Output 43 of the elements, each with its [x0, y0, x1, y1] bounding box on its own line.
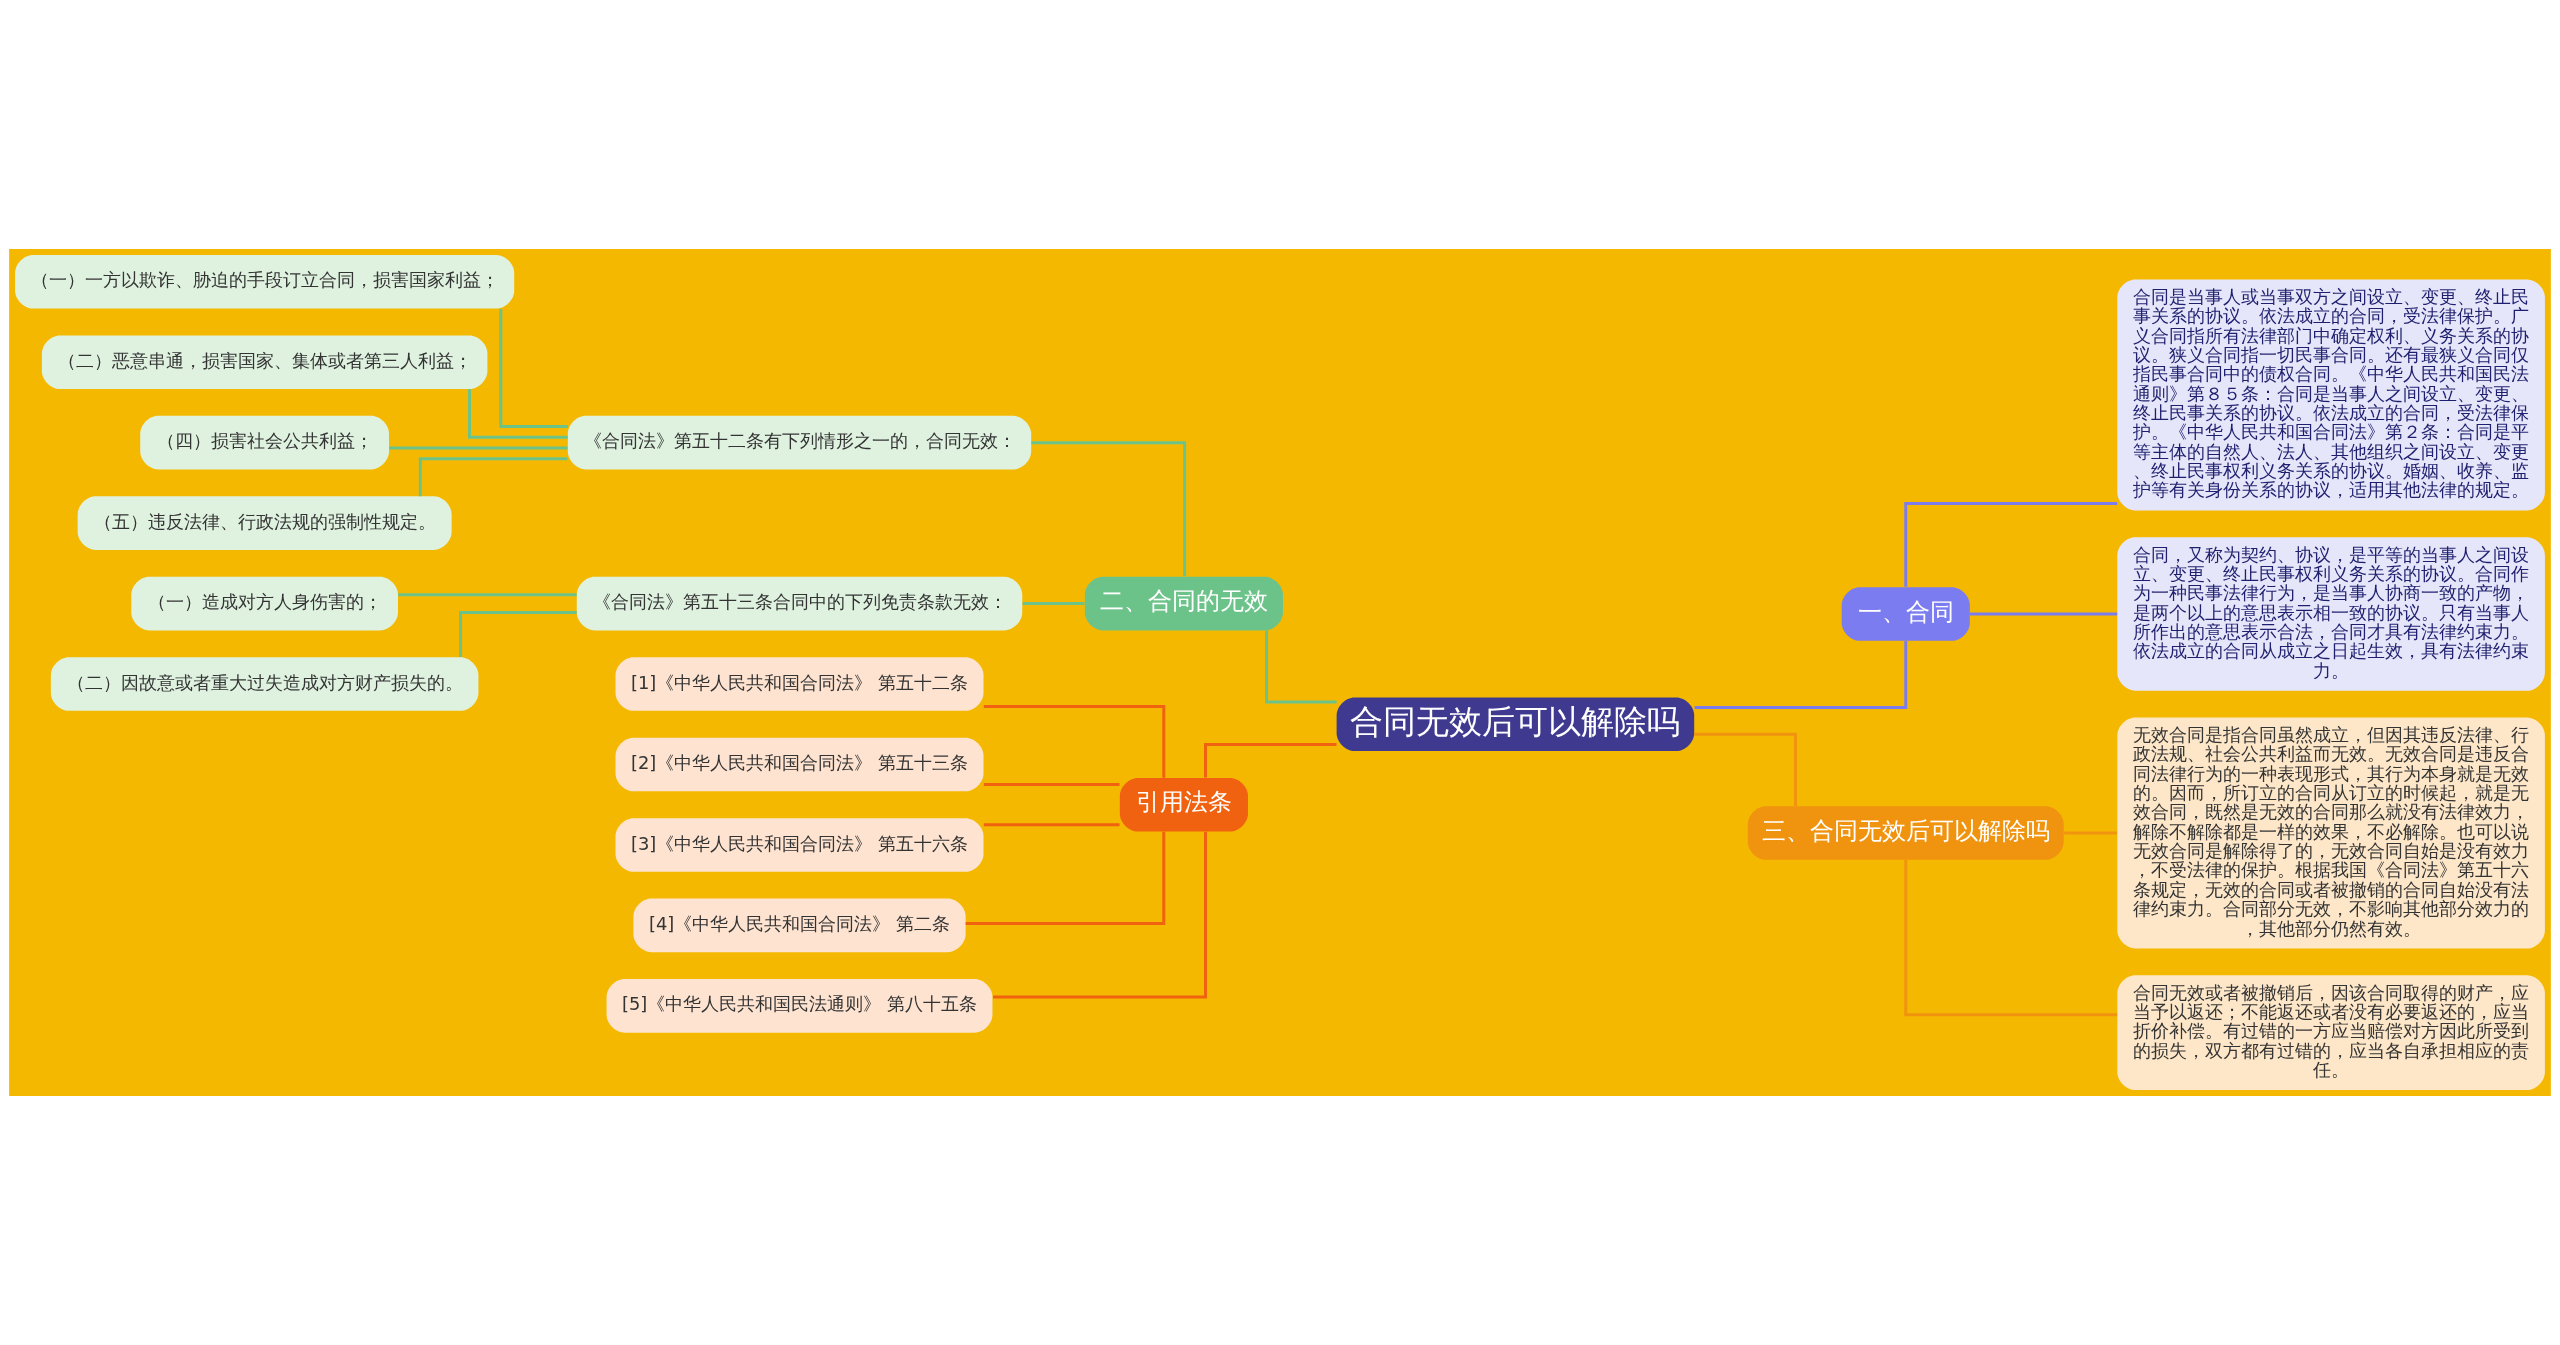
connector [398, 593, 577, 597]
connector [499, 309, 568, 429]
node-box: 《合同法》第五十二条有下列情形之一的，合同无效： [567, 415, 1032, 470]
node-box: （二）恶意串通，损害国家、集体或者第三人利益； [41, 335, 488, 390]
connector [1031, 441, 1187, 577]
connector [468, 389, 568, 439]
connector [1694, 641, 1908, 709]
connector [1694, 732, 1797, 807]
connector [1904, 501, 2118, 587]
node-box: 合同无效后可以解除吗 [1336, 697, 1695, 752]
node-box: [3]《中华人民共和国合同法》 第五十六条 [615, 818, 984, 872]
connector [1265, 630, 1337, 704]
connector [983, 783, 1120, 787]
node-box: 《合同法》第五十三条合同中的下列免责条款无效： [576, 576, 1023, 631]
connector [983, 704, 1166, 778]
node-box: 无效合同是指合同虽然成立，但因其违反法律、行政法规、社会公共利益而无效。无效合同是违反合同法律行为的一种表现形式，其行为本身就是无效的。因而，所订立的合同从订立的时候起，就是无效合同，既然是无效的合同那么就没有法律效力，解除不解除都是一样的效果，不必解除。也可以说无效合同是解除得了的，无效合同自始是没有效力，不受法律的保护。根据我国《合同法》第五十六条规定，无效的合同或者被撤销的合同自始没有法律约束力。合同部分无效，不影响其他部分效力的，其他部分仍然有效。 [2117, 717, 2545, 949]
connector [1904, 859, 2118, 1017]
node-box: [5]《中华人民共和国民法通则》 第八十五条 [606, 979, 993, 1033]
connector [983, 823, 1120, 827]
node-box: 二、合同的无效 [1084, 576, 1283, 631]
node-box: [1]《中华人民共和国合同法》 第五十二条 [615, 657, 984, 711]
node-box: （一）一方以欺诈、胁迫的手段订立合同，损害国家利益； [15, 254, 515, 309]
node-box: 三、合同无效后可以解除吗 [1747, 806, 2064, 860]
node-box: 引用法条 [1119, 777, 1248, 832]
node-box: 合同是当事人或当事双方之间设立、变更、终止民事关系的协议。依法成立的合同，受法律保护。广义合同指所有法律部门中确定权利、义务关系的协议。狭义合同指一切民事合同。还有最狭义合同仅指民事合同中的债权合同。《中华人民共和国民法通则》第８５条：合同是当事人之间设立、变更、终止民事关系的协议。依法成立的合同，受法律保护。《中华人民共和国合同法》第２条：合同是平等主体的自然人、法人、其他组织之间设立、变更、终止民事权利义务关系的协议。婚姻、收养、监护等有关身份关系的协议，适用其他法律的规定。 [2117, 279, 2545, 511]
node-box: [2]《中华人民共和国合同法》 第五十三条 [615, 737, 984, 792]
node-box: 一、合同 [1841, 587, 1970, 641]
node-box: （五）违反法律、行政法规的强制性规定。 [77, 496, 452, 550]
node-box: 合同无效或者被撤销后，因该合同取得的财产，应当予以返还；不能返还或者没有必要返还的，应当折价补偿。有过错的一方应当赔偿对方因此所受到的损失，双方都有过错的，应当各自承担相应的责任。 [2117, 975, 2545, 1091]
connector [1022, 602, 1085, 606]
connector [993, 831, 1207, 999]
node-box: 合同，又称为契约、协议，是平等的当事人之间设立、变更、终止民事权利义务关系的协议。合同作为一种民事法律行为，是当事人协商一致的产物，是两个以上的意思表示相一致的协议。只有当事人所作出的意思表示合法，合同才具有法律约束力。依法成立的合同从成立之日起生效，具有法律约束力。 [2117, 537, 2545, 691]
connector [965, 831, 1166, 926]
connector [1969, 612, 2118, 616]
node-box: [4]《中华人民共和国合同法》 第二条 [633, 898, 966, 953]
connector [2064, 831, 2117, 835]
node-box: （一）造成对方人身伤害的； [131, 576, 398, 631]
node-box: （二）因故意或者重大过失造成对方财产损失的。 [50, 657, 479, 711]
connector [1204, 742, 1337, 778]
node-box: （四）损害社会公共利益； [140, 415, 390, 470]
connector [418, 457, 568, 497]
connector [459, 611, 577, 657]
connector [389, 446, 568, 450]
